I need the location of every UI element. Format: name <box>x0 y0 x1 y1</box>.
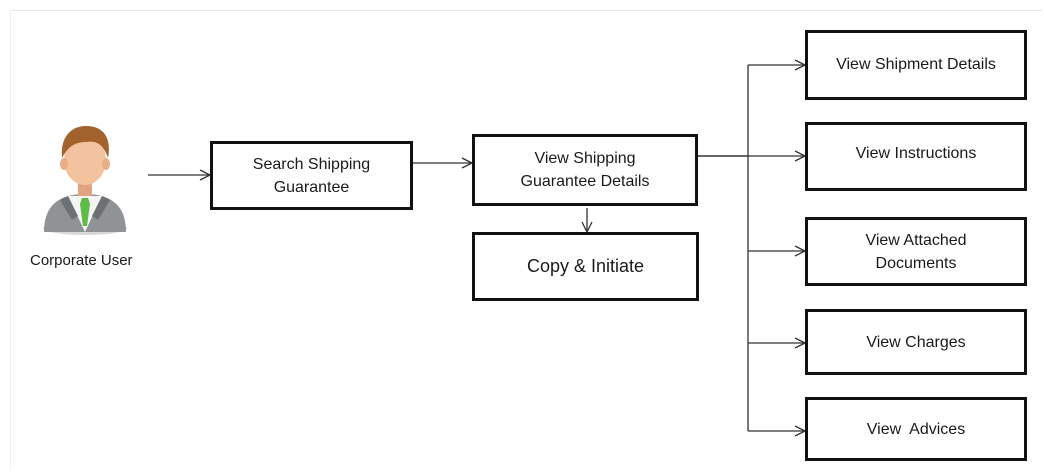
user-icon <box>43 126 127 235</box>
node-label: View Advices <box>866 420 966 438</box>
node-view-attached-documents: View Attached Documents <box>805 217 1027 286</box>
node-view-shipment-details: View Shipment Details <box>805 30 1027 100</box>
node-label: View Instructions <box>855 145 977 162</box>
node-view-instructions: View Instructions <box>805 122 1027 191</box>
node-label: View Shipment Details <box>836 56 996 73</box>
node-label: View Charges <box>866 333 966 351</box>
actor-label: Corporate User <box>30 252 133 269</box>
node-label: View Attached Documents <box>865 231 967 272</box>
node-view-charges: View Charges <box>805 309 1027 375</box>
node-view-shipping-guarantee-details: View Shipping Guarantee Details <box>472 134 698 206</box>
node-label: Copy & Initiate <box>526 256 645 276</box>
diagram-frame <box>10 10 1042 470</box>
node-label: View Shipping Guarantee Details <box>520 150 650 190</box>
node-view-advices: View Advices <box>805 397 1027 461</box>
node-label: Search Shipping Guarantee <box>252 155 371 196</box>
node-search-shipping-guarantee: Search Shipping Guarantee <box>210 141 413 210</box>
node-copy-initiate: Copy & Initiate <box>472 232 699 301</box>
